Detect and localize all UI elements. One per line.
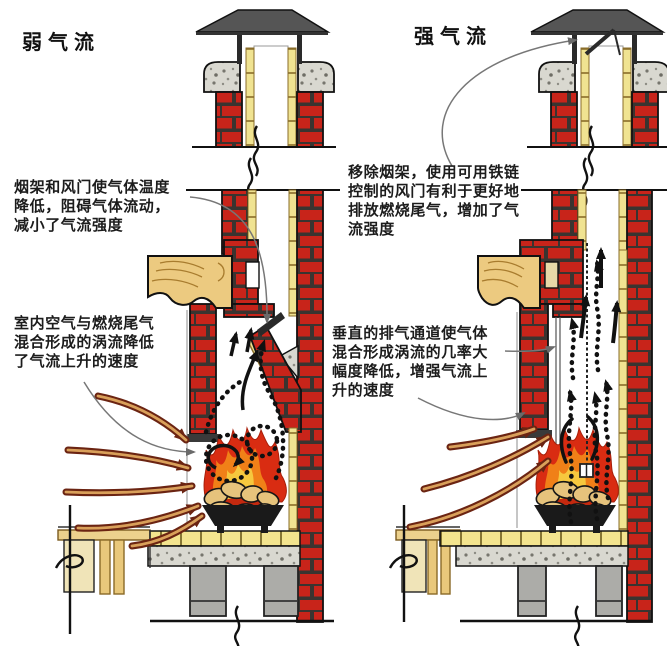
updraft-arrows [566,259,614,525]
floor-joists [99,539,111,595]
grate [202,505,284,526]
foundation-block [517,565,547,617]
annotation-removed-shelf-chain-damper: 移除烟架，使用可用铁链 控制的风门有利于更好地 排放燃烧尾气，增加了气 流强度 [348,163,520,238]
diagram-title-weak-airflow: 弱气流 [22,30,100,54]
damper-control-box [245,261,260,289]
break-symbol [388,554,418,569]
annotation-vortex-slows-flow: 室内空气与燃烧尾气 混合形成的涡流降低 了气流上升的速度 [14,314,155,370]
leader-line [417,397,526,421]
leader-line [83,381,196,456]
strong-airflow-diagram [388,8,667,646]
annotation-smoke-shelf-damper: 烟架和风门使气体温度 降低，阻碍气体流动， 减小了气流强度 [14,178,171,234]
leader-line [504,346,556,354]
room-air-arrows [406,425,552,531]
flue-liner [618,249,628,532]
leader-line [441,37,578,167]
firebrick-hearth [439,530,629,547]
vortex-arrows [203,339,286,484]
foundation-block [595,565,623,617]
room-air-arrows [62,392,206,550]
brick-wall [626,189,653,623]
break-symbol [573,605,581,646]
annotation-vertical-channel: 垂直的排气通道使气体 混合形成涡流的几率大 幅度降低，增强气流上 升的速度 [332,324,489,399]
flue-wall-lines [555,317,561,462]
damper-chain [579,243,594,478]
hearth-slab [147,545,301,567]
mantel [147,255,233,309]
brick-chimney [215,91,243,148]
break-symbol [252,125,260,177]
firebox-front-column [189,303,217,435]
foundation-block [189,565,227,617]
diagram-title-strong-airflow: 强气流 [414,24,492,48]
floor-joists [427,539,438,595]
cap-post [237,35,242,64]
break-symbol [233,605,241,646]
chimney-crown [203,61,241,93]
break-symbol [54,554,84,569]
fire [202,426,287,533]
damper-flap [584,28,621,56]
updraft-arrows [206,327,259,470]
flue-liner [288,189,298,317]
damper-control-box [544,261,559,289]
damper [257,312,285,336]
leader-line [189,196,272,324]
mantel [477,255,541,309]
chimney-top [186,9,340,207]
hearth-right [388,505,652,646]
firebox-front-column [519,303,549,431]
updraft-arrows-solid [579,247,622,344]
foundation-block [263,565,299,617]
weak-airflow-diagram [54,9,340,646]
hearth-slab [455,545,629,567]
floor-board [57,529,151,541]
sloped-back-wall [248,324,302,433]
lintel [187,434,221,442]
chimney-cap [195,9,331,33]
hearth-left [54,505,334,646]
